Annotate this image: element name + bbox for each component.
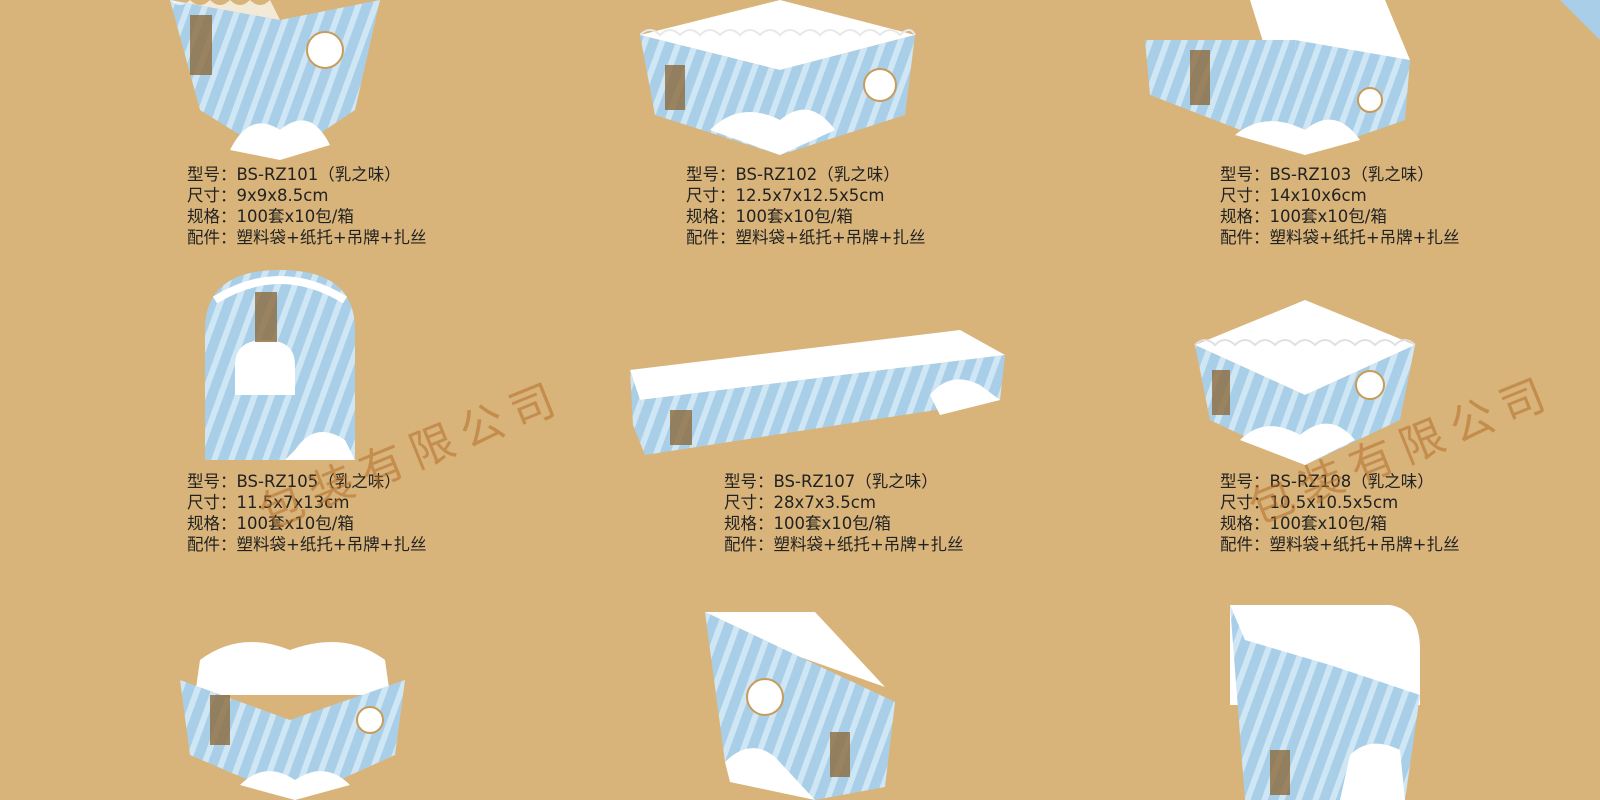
model-value: BS-RZ107（乳之味） <box>773 472 938 491</box>
product-spec-rz101: 型号：BS-RZ101（乳之味） 尺寸：9x9x8.5cm 规格：100套x10… <box>187 164 426 248</box>
product-image-rz103 <box>1145 0 1410 155</box>
product-image-row3-middle <box>705 612 895 800</box>
spec-label: 规格： <box>187 207 237 226</box>
parts-value: 塑料袋+纸托+吊牌+扎丝 <box>236 535 427 554</box>
parts-label: 配件： <box>724 535 774 554</box>
product-image-row3-left <box>180 642 405 800</box>
model-row: 型号：BS-RZ105（乳之味） <box>187 471 426 492</box>
spec-value: 100套x10包/箱 <box>735 207 853 226</box>
parts-row: 配件：塑料袋+纸托+吊牌+扎丝 <box>187 227 426 248</box>
size-label: 尺寸： <box>187 493 237 512</box>
size-label: 尺寸： <box>1220 186 1270 205</box>
model-value: BS-RZ105（乳之味） <box>236 472 401 491</box>
spec-label: 规格： <box>187 514 237 533</box>
parts-value: 塑料袋+纸托+吊牌+扎丝 <box>236 228 427 247</box>
size-row: 尺寸：11.5x7x13cm <box>187 492 426 513</box>
spec-row: 规格：100套x10包/箱 <box>1220 206 1459 227</box>
product-spec-rz105: 型号：BS-RZ105（乳之味） 尺寸：11.5x7x13cm 规格：100套x… <box>187 471 426 555</box>
parts-label: 配件： <box>187 228 237 247</box>
spec-value: 100套x10包/箱 <box>1269 207 1387 226</box>
model-row: 型号：BS-RZ103（乳之味） <box>1220 164 1459 185</box>
size-value: 10.5x10.5x5cm <box>1269 493 1399 512</box>
model-label: 型号： <box>1220 165 1270 184</box>
model-label: 型号： <box>187 165 237 184</box>
model-value: BS-RZ108（乳之味） <box>1269 472 1434 491</box>
model-label: 型号： <box>1220 472 1270 491</box>
model-row: 型号：BS-RZ102（乳之味） <box>686 164 925 185</box>
product-image-rz105 <box>205 270 355 460</box>
model-label: 型号： <box>686 165 736 184</box>
product-image-rz107 <box>630 330 1005 455</box>
parts-value: 塑料袋+纸托+吊牌+扎丝 <box>1269 228 1460 247</box>
parts-row: 配件：塑料袋+纸托+吊牌+扎丝 <box>724 534 963 555</box>
size-value: 14x10x6cm <box>1269 186 1367 205</box>
model-value: BS-RZ103（乳之味） <box>1269 165 1434 184</box>
parts-row: 配件：塑料袋+纸托+吊牌+扎丝 <box>1220 534 1459 555</box>
spec-value: 100套x10包/箱 <box>1269 514 1387 533</box>
spec-label: 规格： <box>724 514 774 533</box>
model-row: 型号：BS-RZ107（乳之味） <box>724 471 963 492</box>
product-spec-rz103: 型号：BS-RZ103（乳之味） 尺寸：14x10x6cm 规格：100套x10… <box>1220 164 1459 248</box>
spec-value: 100套x10包/箱 <box>773 514 891 533</box>
size-value: 12.5x7x12.5x5cm <box>735 186 885 205</box>
model-value: BS-RZ102（乳之味） <box>735 165 900 184</box>
size-row: 尺寸：10.5x10.5x5cm <box>1220 492 1459 513</box>
size-value: 9x9x8.5cm <box>236 186 329 205</box>
spec-label: 规格： <box>1220 514 1270 533</box>
size-label: 尺寸： <box>724 493 774 512</box>
parts-row: 配件：塑料袋+纸托+吊牌+扎丝 <box>187 534 426 555</box>
product-image-rz102 <box>640 0 916 155</box>
model-label: 型号： <box>724 472 774 491</box>
spec-value: 100套x10包/箱 <box>236 207 354 226</box>
model-value: BS-RZ101（乳之味） <box>236 165 401 184</box>
parts-label: 配件： <box>1220 535 1270 554</box>
size-label: 尺寸： <box>686 186 736 205</box>
model-row: 型号：BS-RZ101（乳之味） <box>187 164 426 185</box>
size-value: 28x7x3.5cm <box>773 493 876 512</box>
size-label: 尺寸： <box>187 186 237 205</box>
parts-row: 配件：塑料袋+纸托+吊牌+扎丝 <box>1220 227 1459 248</box>
product-image-rz108 <box>1194 300 1416 465</box>
spec-row: 规格：100套x10包/箱 <box>724 513 963 534</box>
parts-value: 塑料袋+纸托+吊牌+扎丝 <box>1269 535 1460 554</box>
model-label: 型号： <box>187 472 237 491</box>
spec-row: 规格：100套x10包/箱 <box>686 206 925 227</box>
size-row: 尺寸：9x9x8.5cm <box>187 185 426 206</box>
model-row: 型号：BS-RZ108（乳之味） <box>1220 471 1459 492</box>
size-value: 11.5x7x13cm <box>236 493 350 512</box>
size-label: 尺寸： <box>1220 493 1270 512</box>
spec-row: 规格：100套x10包/箱 <box>187 206 426 227</box>
size-row: 尺寸：14x10x6cm <box>1220 185 1459 206</box>
size-row: 尺寸：12.5x7x12.5x5cm <box>686 185 925 206</box>
product-spec-rz102: 型号：BS-RZ102（乳之味） 尺寸：12.5x7x12.5x5cm 规格：1… <box>686 164 925 248</box>
parts-label: 配件： <box>187 535 237 554</box>
parts-label: 配件： <box>686 228 736 247</box>
spec-label: 规格： <box>686 207 736 226</box>
parts-value: 塑料袋+纸托+吊牌+扎丝 <box>735 228 926 247</box>
size-row: 尺寸：28x7x3.5cm <box>724 492 963 513</box>
spec-row: 规格：100套x10包/箱 <box>187 513 426 534</box>
product-image-row3-right <box>1230 605 1420 800</box>
product-image-rz101 <box>170 0 380 160</box>
spec-label: 规格： <box>1220 207 1270 226</box>
spec-value: 100套x10包/箱 <box>236 514 354 533</box>
parts-value: 塑料袋+纸托+吊牌+扎丝 <box>773 535 964 554</box>
product-spec-rz107: 型号：BS-RZ107（乳之味） 尺寸：28x7x3.5cm 规格：100套x1… <box>724 471 963 555</box>
parts-label: 配件： <box>1220 228 1270 247</box>
spec-row: 规格：100套x10包/箱 <box>1220 513 1459 534</box>
corner-accent-shape <box>1560 0 1600 40</box>
parts-row: 配件：塑料袋+纸托+吊牌+扎丝 <box>686 227 925 248</box>
product-spec-rz108: 型号：BS-RZ108（乳之味） 尺寸：10.5x10.5x5cm 规格：100… <box>1220 471 1459 555</box>
